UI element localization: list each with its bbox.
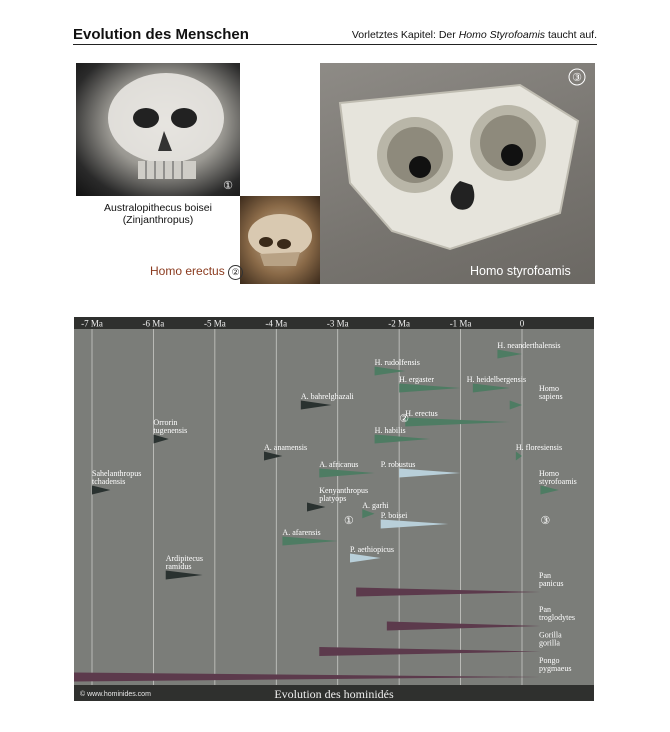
subtitle-prefix: Vorletztes Kapitel: Der — [351, 29, 459, 41]
species-range-bar — [497, 349, 522, 359]
x-tick-label: -2 Ma — [388, 319, 410, 329]
species-range-bar — [307, 502, 326, 512]
subtitle-suffix: taucht auf. — [545, 29, 597, 41]
caption-styrofoamis: Homo styrofoamis — [470, 264, 571, 278]
species-range-bar — [282, 536, 338, 546]
page-header: Evolution des Menschen Vorletztes Kapite… — [73, 24, 597, 45]
species-range-bar — [380, 519, 449, 529]
species-range-bar — [356, 587, 541, 597]
figure-marker: ③ — [540, 514, 550, 527]
species-label: P. boisei — [381, 511, 408, 520]
species-label: A. afarensis — [282, 528, 320, 537]
species-label: H. erectus — [405, 409, 437, 418]
skull-illustration: ① — [108, 73, 233, 192]
caption-erectus: Homo erectus ② — [150, 264, 244, 280]
species-range-bar — [350, 553, 381, 563]
species-range-bar — [300, 400, 332, 410]
species-label: H. ergaster — [399, 375, 434, 384]
photo3-number: ③ — [572, 72, 582, 84]
species-range-bar — [74, 672, 541, 682]
subtitle-emphasis: Homo Styrofoamis — [458, 29, 546, 41]
photo-styrofoam-skull: ③ — [320, 63, 595, 284]
species-label: A. anamensis — [264, 443, 307, 452]
page-subtitle: Vorletztes Kapitel: Der Homo Styrofoamis… — [352, 29, 597, 41]
species-range-bar — [515, 451, 522, 461]
x-tick-label: -3 Ma — [327, 319, 349, 329]
species-range-bar — [319, 647, 541, 656]
figure-marker: ② — [399, 412, 409, 425]
photo-boisei-skull: ① — [76, 63, 240, 196]
species-range-bar — [374, 434, 430, 444]
chart-footer-bar — [74, 685, 594, 701]
x-tick-label: -5 Ma — [204, 319, 226, 329]
skull-illustration — [248, 214, 312, 266]
chart-axis-bar — [74, 317, 594, 329]
figure-marker: ① — [344, 514, 354, 527]
x-tick-label: -4 Ma — [265, 319, 287, 329]
species-label: P. aethiopicus — [350, 545, 394, 554]
species-range-bar — [399, 383, 461, 393]
photo2-number: ② — [228, 265, 244, 280]
hominid-timeline-chart: -7 Ma -6 Ma -5 Ma -4 Ma -3 Ma -2 Ma -1 Ma 0 Sah… — [74, 317, 594, 701]
x-tick-label: -1 Ma — [450, 319, 472, 329]
x-tick-label: 0 — [520, 319, 525, 329]
species-range-bar — [405, 417, 510, 427]
species-label: H. floresiensis — [516, 443, 562, 452]
species-range-bar — [374, 366, 406, 376]
species-range-bar — [399, 468, 461, 478]
styrofoam-illustration: ③ — [338, 68, 586, 251]
chart-background — [74, 317, 594, 701]
species-label: H. habilis — [375, 426, 406, 435]
species-range-bar — [509, 400, 522, 410]
x-tick-label: -7 Ma — [81, 319, 103, 329]
caption-boisei: Australopithecus boisei (Zinjanthropus) — [104, 202, 212, 226]
species-label: H. heidelbergensis — [467, 375, 526, 384]
species-range-bar — [472, 383, 510, 393]
species-range-bar — [540, 485, 559, 495]
species-range-bar — [153, 434, 169, 444]
chart-title: Evolution des hominidés — [274, 687, 394, 701]
species-range-bar — [362, 509, 375, 519]
chart-credit: © www.hominides.com — [80, 690, 151, 698]
species-label: H. rudolfensis — [375, 358, 420, 367]
species-label: P. robustus — [381, 460, 416, 469]
species-label: A. garhi — [362, 501, 389, 510]
caption-erectus-text: Homo erectus — [150, 264, 225, 278]
species-label: A. bahrelghazali — [301, 392, 355, 401]
species-range-bar — [92, 485, 111, 495]
species-label: H. neanderthalensis — [497, 341, 560, 350]
x-tick-label: -6 Ma — [143, 319, 165, 329]
species-label: A. africanus — [319, 460, 358, 469]
photo-erectus-skull — [240, 196, 320, 284]
species-range-bar — [386, 621, 541, 631]
page-title: Evolution des Menschen — [73, 26, 249, 43]
species-range-bar — [165, 570, 203, 580]
species-range-bar — [319, 468, 375, 478]
photo1-number: ① — [223, 180, 233, 192]
species-range-bar — [264, 451, 283, 461]
